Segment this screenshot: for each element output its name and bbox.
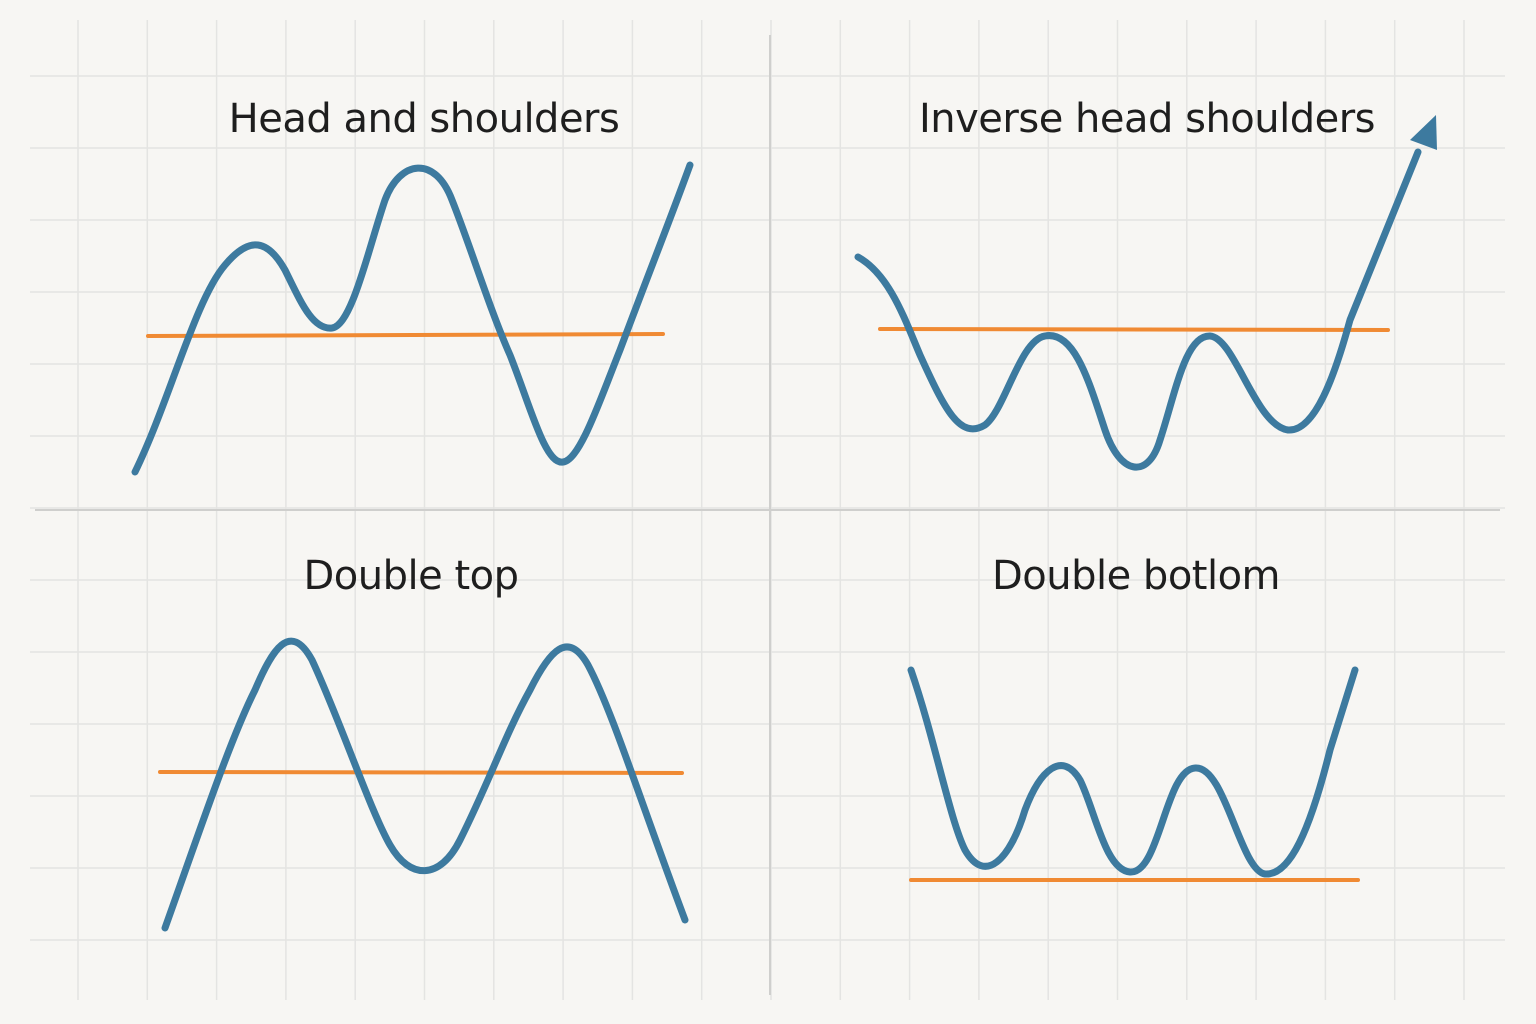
- arrow-head-icon: [1410, 115, 1437, 150]
- neckline: [878, 327, 1390, 332]
- price-curve: [161, 637, 689, 932]
- title-double-bottom: Double botlom: [991, 553, 1281, 599]
- support-line: [158, 770, 684, 775]
- price-curve: [854, 148, 1422, 471]
- title-double-top: Double top: [303, 553, 520, 599]
- panel-inverse-head-shoulders: [854, 115, 1437, 471]
- panel-double-bottom: [907, 666, 1360, 882]
- neckline: [146, 332, 665, 338]
- price-curve: [131, 161, 694, 476]
- panel-double-top: [158, 637, 689, 932]
- panel-head-and-shoulders: [131, 161, 694, 476]
- title-inverse-head-shoulders: Inverse head shoulders: [918, 96, 1376, 142]
- title-head-and-shoulders: Head and shoulders: [228, 96, 620, 142]
- price-curve: [907, 666, 1359, 878]
